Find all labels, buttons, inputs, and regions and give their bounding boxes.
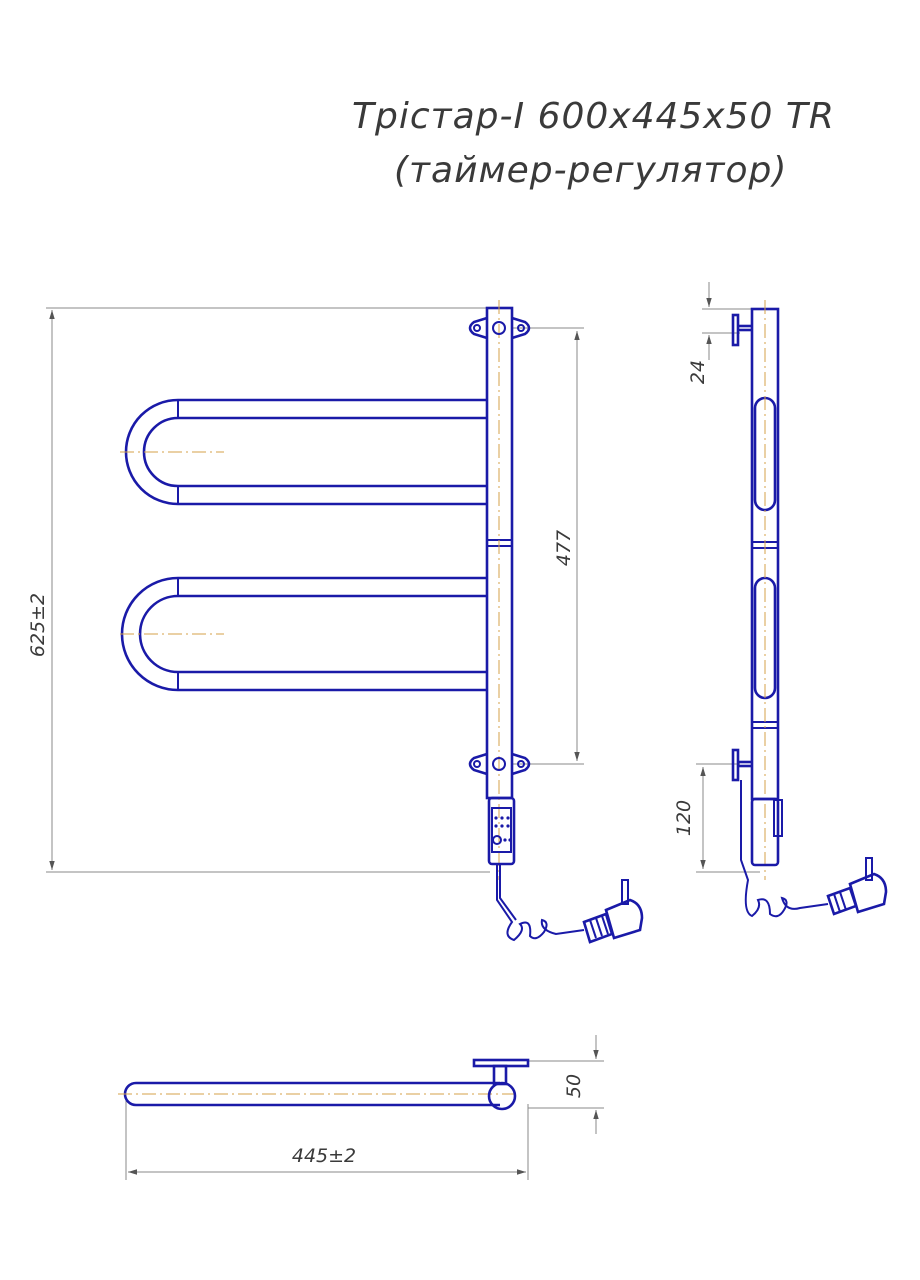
top-mount-flange — [468, 316, 531, 340]
dimension-bottom-offset: 120 — [673, 763, 760, 873]
dimension-label-top-offset: 24 — [687, 360, 709, 384]
power-cable-with-plug — [496, 864, 644, 944]
top-rail — [118, 1081, 520, 1107]
dimension-top-offset: 24 — [687, 282, 752, 384]
side-collector — [750, 300, 780, 880]
vertical-collector — [485, 300, 514, 880]
dimension-depth: 50 — [528, 1035, 604, 1134]
top-view: 50 445±2 — [118, 1035, 604, 1180]
side-view: 24 120 — [673, 282, 888, 918]
timer-regulator-block — [487, 796, 516, 866]
top-wall-plate — [472, 1058, 530, 1086]
dimension-mount-spacing: 477 — [512, 327, 584, 765]
upper-u-loop — [120, 398, 487, 506]
drawing-subtitle: (таймер-регулятор) — [394, 150, 788, 191]
side-timer-block — [750, 797, 783, 867]
lower-u-loop — [120, 576, 487, 692]
side-power-cable-with-plug — [740, 780, 888, 918]
drawing-title: Трістар-І 600x445x50 TR — [352, 96, 835, 137]
dimension-width-total: 445±2 — [125, 1100, 529, 1180]
dimension-label-bottom-offset: 120 — [673, 800, 695, 836]
side-top-bracket — [731, 313, 752, 347]
dimension-label-height: 625±2 — [27, 593, 49, 657]
dimension-label-width: 445±2 — [292, 1145, 356, 1167]
bottom-mount-flange — [468, 752, 531, 776]
dimension-height-total: 625±2 — [27, 307, 490, 873]
dimension-label-mount-spacing: 477 — [553, 530, 575, 566]
side-bottom-bracket — [731, 748, 752, 782]
front-view: 625±2 477 — [27, 300, 644, 944]
top-collector-circle — [487, 1081, 517, 1111]
dimension-label-depth: 50 — [563, 1074, 585, 1098]
